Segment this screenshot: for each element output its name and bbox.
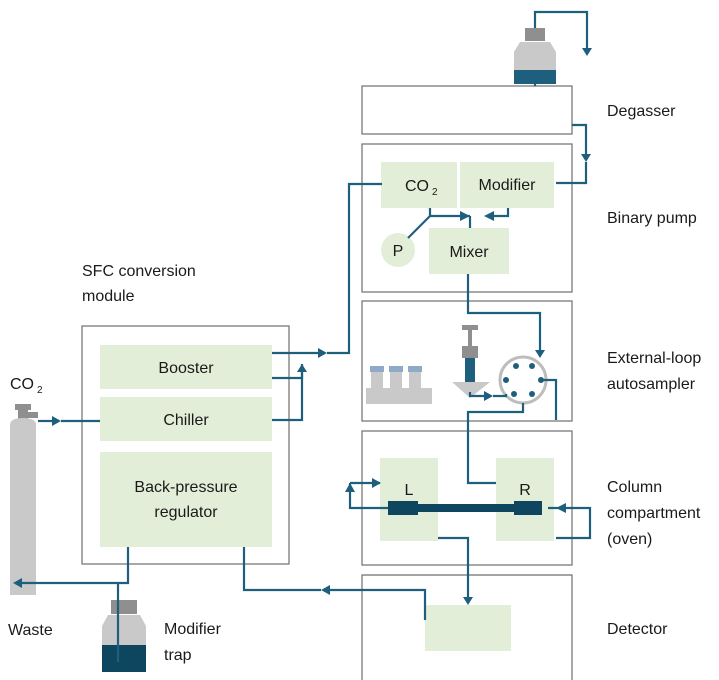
modifier-label: Modifier: [479, 177, 537, 194]
modifier-block: [460, 162, 554, 208]
flow-lines: [13, 10, 592, 662]
co2-tank-label: CO: [10, 376, 34, 393]
injection-needle-icon: [452, 325, 490, 398]
waste-label: Waste: [8, 622, 53, 639]
solvent-bottle-icon: [514, 28, 556, 84]
degasser-label: Degasser: [607, 103, 676, 120]
bpr-block: [100, 452, 272, 547]
detector-label: Detector: [607, 621, 668, 638]
column-right-label: R: [519, 482, 531, 499]
co2-pump-label-sub: 2: [432, 187, 438, 198]
column-left-block: [380, 458, 438, 541]
autosampler-label-line2: autosampler: [607, 376, 696, 393]
bpr-label-line1: Back-pressure: [134, 479, 237, 496]
autosampler-label-line1: External-loop: [607, 350, 701, 367]
column-label-line3: (oven): [607, 531, 652, 548]
bpr-label-line2: regulator: [154, 504, 218, 521]
booster-label: Booster: [158, 360, 214, 377]
co2-pump-block: [381, 162, 457, 208]
booster-block: [100, 345, 272, 389]
pressure-sensor: [381, 233, 415, 267]
pressure-label: P: [393, 243, 404, 260]
chiller-label: Chiller: [163, 412, 209, 429]
modifier-trap-label-line2: trap: [164, 647, 192, 664]
modifier-trap-bottle-icon: [102, 600, 146, 672]
binary-pump-label: Binary pump: [607, 210, 697, 227]
co2-tank-icon: [10, 404, 38, 595]
mixer-block: [429, 228, 509, 274]
sample-tray-icon: [366, 366, 432, 404]
column-label-line1: Column: [607, 479, 662, 496]
modifier-trap-label-line1: Modifier: [164, 621, 222, 638]
mixer-label: Mixer: [449, 244, 489, 261]
detector-block: [425, 605, 511, 651]
column-left-label: L: [405, 482, 414, 499]
sfc-module-label-line1: SFC conversion: [82, 263, 196, 280]
column-right-block: [496, 458, 554, 541]
column-label-line2: compartment: [607, 505, 701, 522]
chiller-block: [100, 397, 272, 441]
degasser-module: [361, 85, 573, 135]
co2-tank-label-sub: 2: [37, 385, 43, 396]
co2-pump-label: CO: [405, 178, 429, 195]
sfc-module-label-line2: module: [82, 288, 135, 305]
